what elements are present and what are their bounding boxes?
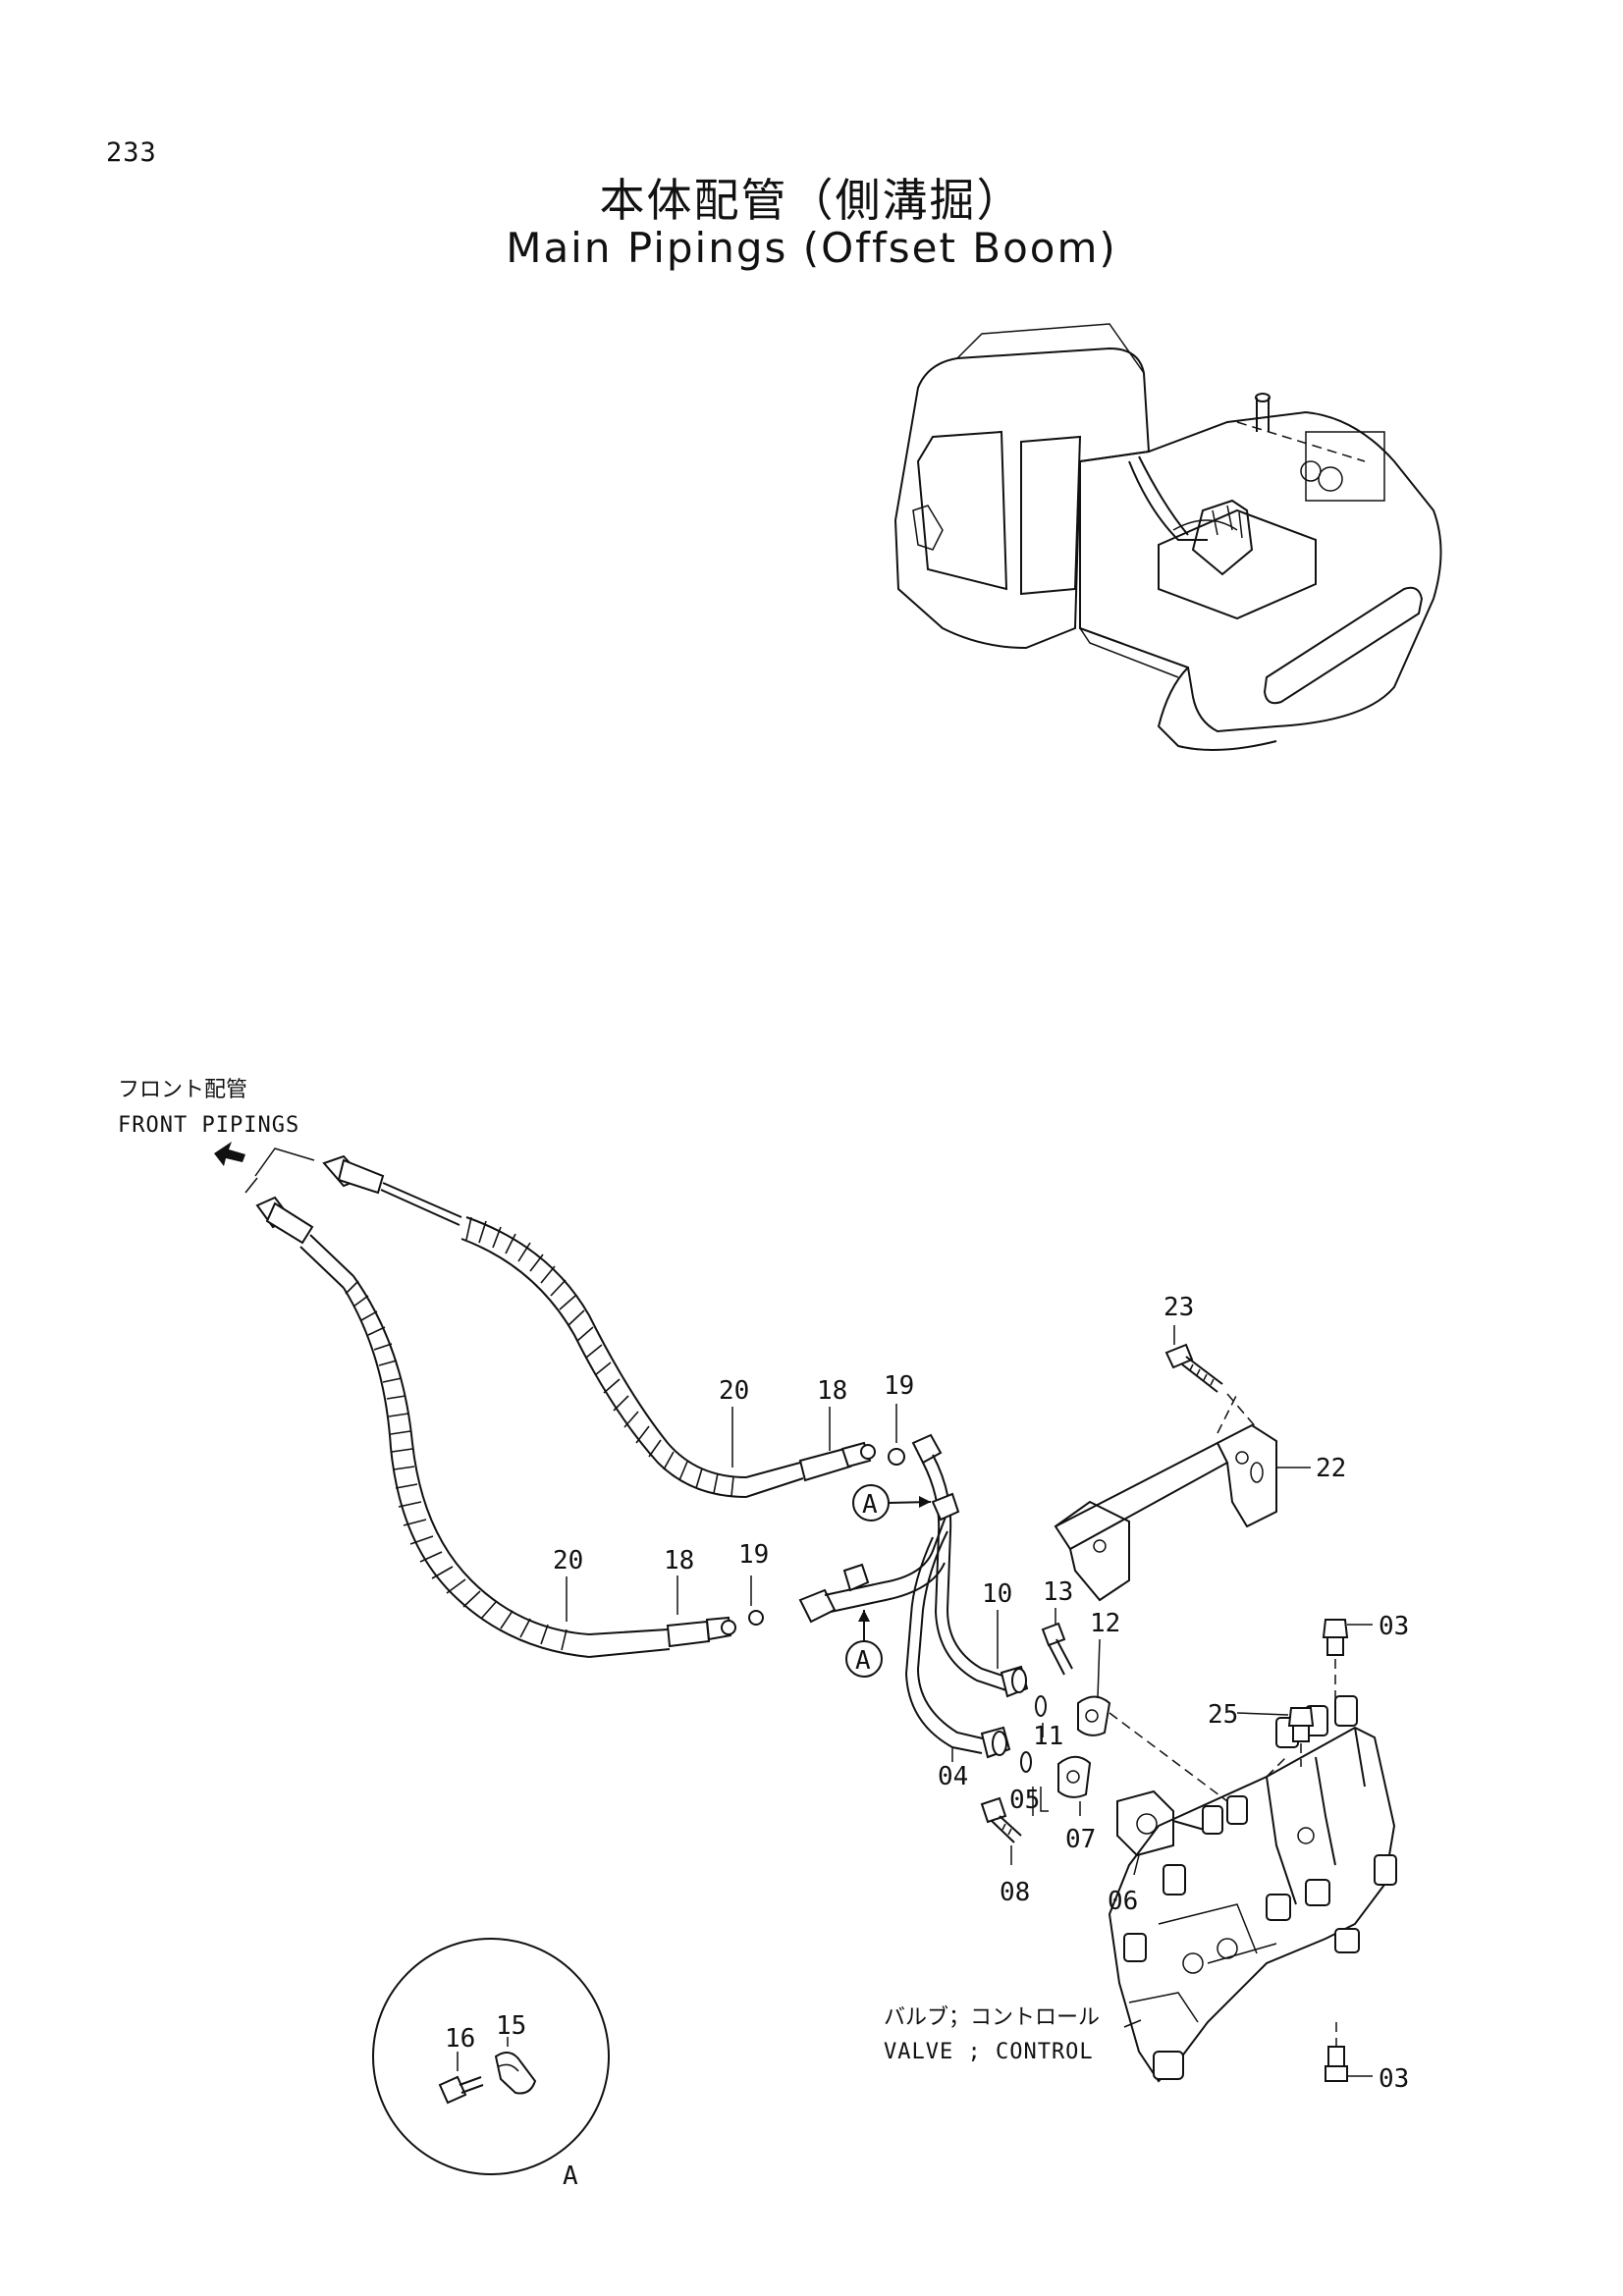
callout-19-upper: 19 (884, 1371, 914, 1401)
pipes-and-bracket (798, 1343, 1277, 1759)
page-number: 233 (106, 137, 157, 168)
front-pipings-pointer: フロント配管 FRONT PIPINGS (118, 1078, 315, 1194)
part-callouts: 23 22 20 18 19 20 18 19 10 13 12 03 25 1… (445, 1293, 1409, 2191)
o-ring-lower (748, 1610, 764, 1626)
valve-label-en: VALVE ; CONTROL (884, 2040, 1094, 2064)
front-pipings-label-jp: フロント配管 (118, 1078, 247, 1102)
callout-15: 15 (496, 2011, 526, 2041)
callout-03-bottom: 03 (1379, 2064, 1409, 2094)
callout-10: 10 (982, 1579, 1012, 1609)
hose-upper (322, 1154, 876, 1498)
arrow-icon (214, 1142, 245, 1166)
callout-16: 16 (445, 2024, 475, 2054)
callout-18-lower: 18 (664, 1546, 694, 1575)
svg-text:A: A (862, 1490, 878, 1520)
svg-text:A: A (855, 1646, 871, 1676)
hose-lower (255, 1196, 736, 1658)
view-a-marker-lower: A (845, 1610, 883, 1678)
flange-parts (980, 1622, 1248, 1857)
control-valve-assembly (1108, 1619, 1397, 2083)
callout-03-top: 03 (1379, 1612, 1409, 1641)
callout-19-lower: 19 (738, 1540, 769, 1570)
callout-07: 07 (1065, 1825, 1096, 1854)
valve-label-jp: バルブ；コントロール (884, 2005, 1100, 2030)
callout-13: 13 (1043, 1577, 1073, 1607)
leader-lines (457, 1325, 1373, 2077)
callout-06: 06 (1108, 1887, 1138, 1916)
page-title-japanese: 本体配管（側溝掘） (599, 174, 1024, 227)
detail-a-view (372, 1938, 610, 2175)
o-ring-upper (888, 1448, 905, 1466)
callout-11: 11 (1033, 1722, 1063, 1751)
detail-a-label: A (563, 2162, 578, 2191)
page-title-english: Main Pipings (Offset Boom) (506, 224, 1117, 272)
callout-08: 08 (1000, 1878, 1030, 1907)
callout-20-lower: 20 (553, 1546, 583, 1575)
callout-18-upper: 18 (817, 1376, 847, 1406)
callout-25: 25 (1208, 1700, 1238, 1730)
valve-label: バルブ；コントロール VALVE ; CONTROL (884, 2005, 1100, 2064)
callout-20-upper: 20 (719, 1376, 749, 1406)
callout-22: 22 (1316, 1454, 1346, 1483)
front-pipings-label-en: FRONT PIPINGS (118, 1113, 299, 1138)
callout-04: 04 (938, 1762, 968, 1791)
view-a-marker-upper: A (852, 1484, 932, 1522)
callout-12: 12 (1090, 1609, 1120, 1638)
callout-05: 05 (1009, 1786, 1040, 1815)
excavator-overview-illustration (893, 323, 1442, 751)
callout-23: 23 (1163, 1293, 1194, 1322)
